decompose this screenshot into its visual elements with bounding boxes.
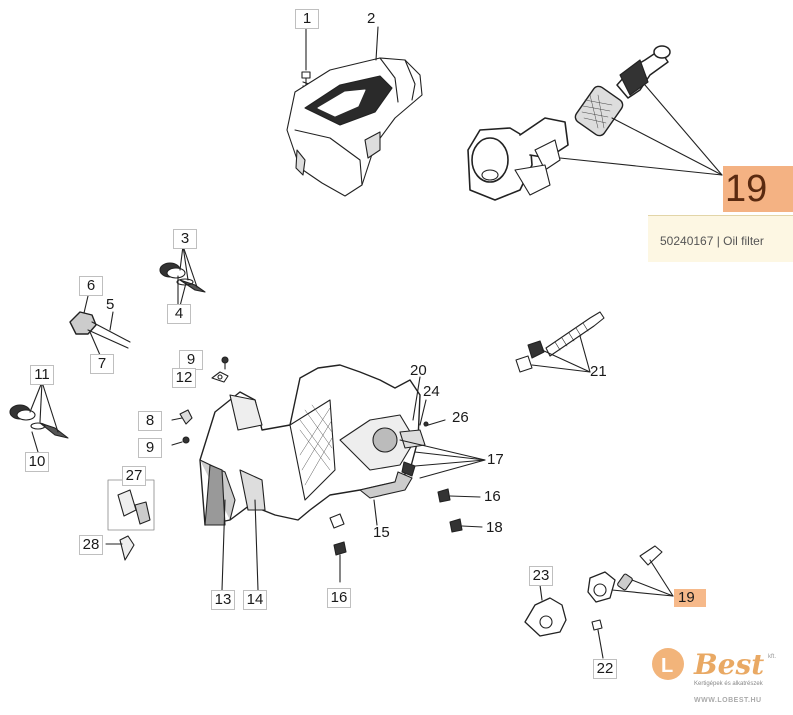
callout-26[interactable]: 26 bbox=[452, 409, 469, 426]
part-19-oil-pickup-large bbox=[467, 45, 723, 201]
part-17-leaders bbox=[399, 439, 486, 479]
callout-1[interactable]: 1 bbox=[295, 9, 319, 29]
part-20-24-26 bbox=[412, 376, 446, 427]
logo-tagline: Kertigépek és alkatrészek bbox=[694, 681, 763, 687]
callout-6[interactable]: 6 bbox=[79, 276, 103, 296]
callout-27[interactable]: 27 bbox=[122, 466, 146, 486]
callout-4[interactable]: 4 bbox=[167, 304, 191, 324]
part-27-28 bbox=[105, 479, 155, 561]
callout-16b[interactable]: 16 bbox=[327, 588, 351, 608]
callout-21[interactable]: 21 bbox=[590, 363, 607, 380]
callout-24[interactable]: 24 bbox=[423, 383, 440, 400]
part-9-12-small bbox=[211, 356, 229, 383]
part-21-bar-bolt bbox=[515, 311, 605, 373]
callout-10[interactable]: 10 bbox=[25, 452, 49, 472]
part-2-cover bbox=[286, 57, 423, 197]
callout-13[interactable]: 13 bbox=[211, 590, 235, 610]
part-10-11-cap bbox=[9, 381, 69, 453]
callout-12[interactable]: 12 bbox=[172, 368, 196, 388]
callout-18[interactable]: 18 bbox=[486, 519, 503, 536]
part-3-4-cap bbox=[159, 245, 206, 307]
callout-7[interactable]: 7 bbox=[90, 354, 114, 374]
callout-17[interactable]: 17 bbox=[487, 451, 504, 468]
callout-20[interactable]: 20 bbox=[410, 362, 427, 379]
callout-3[interactable]: 3 bbox=[173, 229, 197, 249]
part-15-crankcase bbox=[199, 364, 426, 591]
logo-url[interactable]: WWW.LOBEST.HU bbox=[694, 697, 762, 704]
svg-text:L: L bbox=[661, 655, 673, 677]
callout-14[interactable]: 14 bbox=[243, 590, 267, 610]
callout-22[interactable]: 22 bbox=[593, 659, 617, 679]
logo-word: Best bbox=[694, 648, 765, 681]
callout-23[interactable]: 23 bbox=[529, 566, 553, 586]
callout-19-small[interactable]: 19 bbox=[674, 589, 706, 607]
callout-8[interactable]: 8 bbox=[138, 411, 162, 431]
callout-5[interactable]: 5 bbox=[106, 296, 115, 313]
part-19-22-23-small bbox=[524, 545, 674, 659]
part-info-text: 50240167 | Oil filter bbox=[660, 234, 764, 248]
part-16-18-screws bbox=[333, 488, 483, 583]
callout-16a[interactable]: 16 bbox=[484, 488, 501, 505]
selected-part-number[interactable]: 19 bbox=[723, 166, 793, 212]
callout-15[interactable]: 15 bbox=[373, 524, 390, 541]
logo-mark: L bbox=[652, 648, 684, 680]
part-5-6-7-tube bbox=[69, 295, 131, 356]
callout-28[interactable]: 28 bbox=[79, 535, 103, 555]
logo-kft: kft. bbox=[768, 654, 777, 660]
callout-9a[interactable]: 9 bbox=[179, 350, 203, 370]
callout-2[interactable]: 2 bbox=[367, 10, 376, 27]
callout-11[interactable]: 11 bbox=[30, 365, 54, 385]
callout-9b[interactable]: 9 bbox=[138, 438, 162, 458]
part-8-9-screws bbox=[171, 409, 193, 446]
part-info-panel: 50240167 | Oil filter bbox=[648, 215, 793, 262]
